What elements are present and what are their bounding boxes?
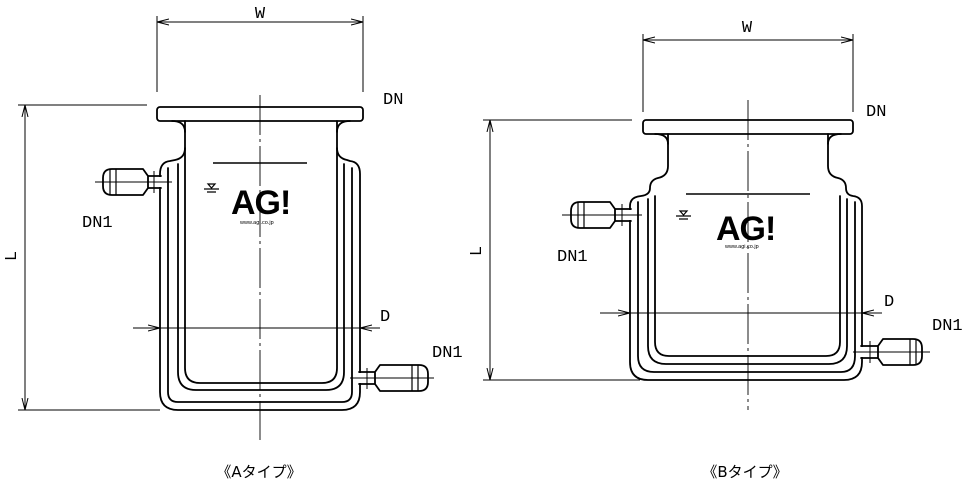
type-a-level-symbol-icon xyxy=(204,183,219,193)
type-b-upper-port-tube xyxy=(614,208,632,222)
type-a-length-label: L xyxy=(3,251,22,261)
type-a-jacket-outer-wall xyxy=(159,147,361,411)
type-a-jacket-inner-wall xyxy=(167,167,353,403)
type-b-inner-vessel-outer-wall xyxy=(647,198,848,365)
type-a-flange-label: DN xyxy=(383,91,403,110)
type-a-flange xyxy=(156,106,364,122)
type-b-lower-port-label: DN1 xyxy=(932,317,963,336)
type-b-logo-url: www.agi.co.jp xyxy=(724,244,759,250)
type-b-upper-port-label: DN1 xyxy=(557,248,588,267)
type-a-upper-port-label: DN1 xyxy=(82,214,113,233)
type-b-vessel-drawing: W L DN AG! www.agi.co.jp D xyxy=(468,19,963,481)
type-a-diameter-label: D xyxy=(380,308,390,327)
type-b-diameter-label: D xyxy=(884,293,894,312)
type-a-logo: AG! xyxy=(231,184,290,222)
type-b-flange xyxy=(642,119,854,135)
type-b-upper-port xyxy=(562,201,642,229)
type-a-width-label: W xyxy=(255,5,266,24)
type-a-caption: 《Aタイプ》 xyxy=(216,463,301,481)
type-b-jacket-inner-wall xyxy=(637,201,856,373)
type-a-flange-fillets xyxy=(171,120,351,133)
type-b-inner-vessel-inner-wall xyxy=(654,195,841,357)
type-b-jacket-outer-wall xyxy=(629,133,863,381)
type-a-lower-port-label: DN1 xyxy=(432,344,463,363)
type-a-inner-vessel-inner-wall xyxy=(184,120,338,384)
type-b-logo: AG! xyxy=(716,210,775,248)
type-b-width-label: W xyxy=(742,19,753,38)
type-a-upper-port xyxy=(95,168,172,196)
type-a-inner-vessel-outer-wall xyxy=(177,163,345,391)
type-b-length-label: L xyxy=(468,246,487,256)
type-a-logo-url: www.agi.co.jp xyxy=(239,220,274,226)
type-b-lower-port xyxy=(853,338,930,366)
type-a-lower-port xyxy=(350,364,434,392)
type-a-vessel-drawing: W L DN AG! www.agi.co.jp D xyxy=(3,5,463,481)
type-b-caption: 《Bタイプ》 xyxy=(702,463,787,481)
type-b-flange-label: DN xyxy=(866,103,886,122)
type-b-level-symbol-icon xyxy=(676,210,691,220)
